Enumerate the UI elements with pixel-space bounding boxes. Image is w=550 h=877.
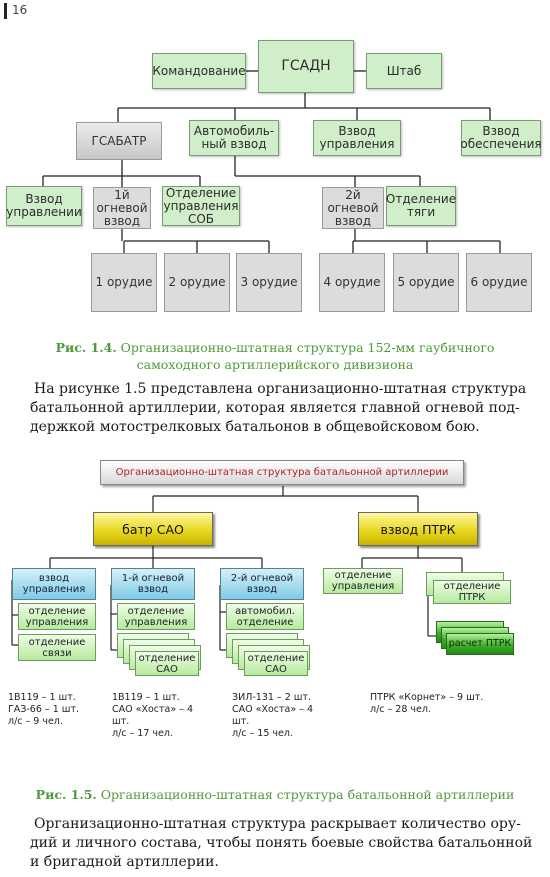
note-line: ГАЗ-66 – 1 шт. xyxy=(8,704,79,715)
gun-4-box: 4 орудие xyxy=(319,253,385,312)
fire-platoon-2-box: 2-й огневой взвод xyxy=(220,568,304,600)
notes-col-3: ЗИЛ-131 – 2 шт. САО «Хоста» – 4 шт. л/с … xyxy=(232,692,336,740)
notes-col-4: ПТРК «Корнет» – 9 шт. л/с – 28 чел. xyxy=(370,692,520,716)
fire1-control-section-box: отделение управления xyxy=(117,603,195,630)
note-line: ПТРК «Корнет» – 9 шт. xyxy=(370,692,484,703)
gun-2-box: 2 орудие xyxy=(164,253,230,312)
page-marker xyxy=(4,3,7,19)
fire-platoon-2-box: 2й огневой взвод xyxy=(322,187,384,229)
ptrk-crew-box: расчет ПТРК xyxy=(446,633,514,655)
figure-1-5-label: Рис. 1.5. xyxy=(35,787,97,802)
batr-sao-box: батр САО xyxy=(93,512,213,546)
note-line: шт. xyxy=(112,716,130,727)
auto-platoon-box: Автомобиль-ный взвод xyxy=(189,120,279,156)
control-section-box: отделение управления xyxy=(18,603,96,630)
figure-1-4-caption: Рис. 1.4. Организационно-штатная структу… xyxy=(30,339,520,373)
paragraph-1: На рисунке 1.5 представлена организацион… xyxy=(30,380,540,437)
control-platoon-box: Взвод управления xyxy=(313,120,401,156)
note-line: л/с – 28 чел. xyxy=(370,704,431,715)
gsadn-box: ГСАДН xyxy=(258,40,354,93)
note-line: л/с – 17 чел. xyxy=(112,728,173,739)
note-line: л/с – 15 чел. xyxy=(232,728,293,739)
sob-control-section-box: Отделение управления СОБ xyxy=(162,185,240,226)
gun-5-box: 5 орудие xyxy=(393,253,459,312)
staff-box: Штаб xyxy=(366,53,442,89)
fire-platoon-1-box: 1й огневой взвод xyxy=(93,187,151,229)
notes-col-2: 1В119 – 1 шт. САО «Хоста» – 4 шт. л/с – … xyxy=(112,692,216,740)
fire2-sao-section-box: отделение САО xyxy=(244,651,308,676)
gun-1-box: 1 орудие xyxy=(91,253,157,312)
page-number: 16 xyxy=(12,3,28,17)
fig15-title-box: Организационно-штатная структура батальо… xyxy=(100,460,464,485)
control-platoon-2-box: Взвод управлении xyxy=(6,186,82,226)
fire2-auto-section-box: автомобил. отделение xyxy=(226,603,304,630)
control-platoon-box: взвод управления xyxy=(12,568,96,600)
gsabatr-box: ГСАБАТР xyxy=(76,122,162,160)
ptrk-section-box: отделение ПТРК xyxy=(433,580,511,604)
paragraph-1-line: На рисунке 1.5 представлена организацион… xyxy=(34,381,527,397)
figure-1-5-caption: Рис. 1.5. Организационно-штатная структу… xyxy=(20,786,530,803)
note-line: ЗИЛ-131 – 2 шт. xyxy=(232,692,312,703)
note-line: 1В119 – 1 шт. xyxy=(112,692,180,703)
paragraph-2: Организационно-штатная структура раскрыв… xyxy=(30,815,540,872)
paragraph-2-line: и бригадной артиллерии. xyxy=(30,854,219,870)
support-platoon-box: Взвод обеспечения xyxy=(460,120,542,156)
figure-1-4-label: Рис. 1.4. xyxy=(55,340,117,355)
traction-section-box: Отделение тяги xyxy=(386,186,456,226)
note-line: л/с – 9 чел. xyxy=(8,716,63,727)
ptrk-control-section-box: отделение управления xyxy=(323,568,403,594)
fire-platoon-1-box: 1-й огневой взвод xyxy=(111,568,195,600)
notes-col-1: 1В119 – 1 шт. ГАЗ-66 – 1 шт. л/с – 9 чел… xyxy=(8,692,108,728)
fire1-sao-section-box: отделение САО xyxy=(135,651,199,676)
gun-6-box: 6 орудие xyxy=(466,253,532,312)
note-line: 1В119 – 1 шт. xyxy=(8,692,76,703)
paragraph-2-line: дий и личного состава, чтобы понять боев… xyxy=(30,835,533,851)
comm-section-box: отделение связи xyxy=(18,634,96,661)
ptrk-platoon-box: взвод ПТРК xyxy=(358,512,478,546)
paragraph-1-line: держкой мотострелковых батальонов в обще… xyxy=(30,419,480,435)
paragraph-2-line: Организационно-штатная структура раскрыв… xyxy=(34,816,521,832)
command-box: Командование xyxy=(152,53,246,89)
note-line: САО «Хоста» – 4 xyxy=(232,704,313,715)
note-line: шт. xyxy=(232,716,250,727)
note-line: САО «Хоста» – 4 xyxy=(112,704,193,715)
figure-1-5-text: Организационно-штатная структура батальо… xyxy=(100,787,515,802)
paragraph-1-line: батальонной артиллерии, которая является… xyxy=(30,400,520,416)
gun-3-box: 3 орудие xyxy=(236,253,302,312)
figure-1-4-text: Организационно-штатная структура 152-мм … xyxy=(120,340,495,372)
